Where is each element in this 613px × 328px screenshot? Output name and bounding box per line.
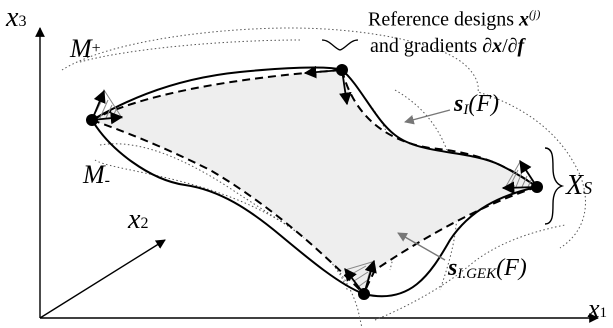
x1-axis-label: x1 xyxy=(588,294,608,323)
leader-arrow-sGEK xyxy=(397,232,446,261)
solid-curve-left xyxy=(91,119,365,295)
solid-curve-right xyxy=(341,69,538,188)
s-gek-label: sI.GEK(F) xyxy=(448,255,527,282)
s-interp-label: sI(F) xyxy=(454,91,499,118)
dashed-curve-top xyxy=(91,69,343,121)
reference-point-bottom xyxy=(358,288,370,300)
xs-label: XS xyxy=(566,170,593,201)
upper-envelope-dotted xyxy=(61,27,586,249)
reference-point-top xyxy=(336,64,348,76)
solid-curve-bottom-right xyxy=(363,186,538,298)
xs-brace xyxy=(544,147,565,225)
x2-axis-label: x2 xyxy=(128,204,149,235)
left-envelope-dotted xyxy=(94,159,363,328)
upper-envelope-dotted-2 xyxy=(79,39,301,63)
reference-designs-label: Reference designs x(j) xyxy=(368,7,541,31)
m-plus-label: M+ xyxy=(70,34,101,63)
reference-point-right xyxy=(531,181,543,193)
x2-axis xyxy=(39,239,166,319)
reference-point-left xyxy=(86,114,98,126)
x3-axis-label: x3 xyxy=(6,2,27,33)
gradients-label: and gradients ∂x/∂f xyxy=(370,35,525,57)
gradient-arrow-top-left xyxy=(303,65,343,79)
m-minus-label: M- xyxy=(83,160,110,189)
dashed-curve-left xyxy=(91,119,365,295)
right-envelope-dotted xyxy=(374,224,566,321)
reference-brace xyxy=(321,39,359,51)
leader-arrow-sI xyxy=(404,109,451,125)
